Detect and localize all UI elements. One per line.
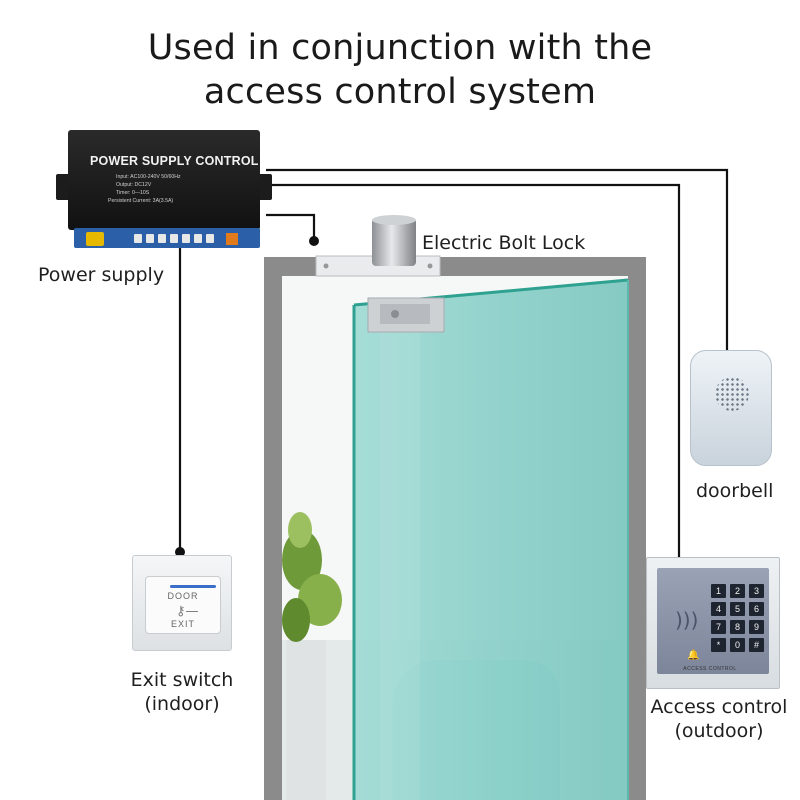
label-exit-switch-location: (indoor) bbox=[144, 693, 220, 715]
speaker-grille-icon bbox=[715, 377, 749, 411]
exit-switch-led bbox=[170, 585, 216, 588]
keypad-key: * bbox=[711, 638, 726, 652]
psu-title: POWER SUPPLY CONTROL bbox=[90, 154, 259, 168]
label-doorbell: doorbell bbox=[696, 480, 774, 502]
keypad-key: 0 bbox=[730, 638, 745, 652]
psu-terminal bbox=[170, 234, 178, 243]
keypad-key: 5 bbox=[730, 602, 745, 616]
keypad-footer: ACCESS CONTROL bbox=[683, 666, 737, 672]
key-icon: ⚷— bbox=[176, 604, 199, 619]
title-line-1: Used in conjunction with the bbox=[147, 28, 653, 68]
rfid-icon: ))) bbox=[675, 608, 699, 632]
plant-decoration bbox=[282, 512, 342, 800]
keypad-key: 8 bbox=[730, 620, 745, 634]
exit-switch-word-door: DOOR bbox=[167, 591, 199, 601]
psu-mount-ear-left bbox=[56, 174, 70, 200]
psu-terminal bbox=[182, 234, 190, 243]
keypad-key: # bbox=[749, 638, 764, 652]
glass-door-panel bbox=[354, 280, 628, 800]
keypad-key: 4 bbox=[711, 602, 726, 616]
psu-spec-timer: Timer: 0—10S bbox=[116, 190, 150, 196]
doorbell-device bbox=[690, 350, 772, 466]
keypad-key: 1 bbox=[711, 584, 726, 598]
electric-bolt-lock-device bbox=[315, 215, 445, 333]
bell-icon: 🔔 bbox=[687, 650, 700, 661]
psu-terminal bbox=[206, 234, 214, 243]
psu-terminal bbox=[134, 234, 142, 243]
psu-spec-persistent: Persistent Current: 3A(3.5A) bbox=[108, 198, 174, 204]
keypad-key: 2 bbox=[730, 584, 745, 598]
exit-switch-button: DOOR ⚷— EXIT bbox=[145, 576, 221, 634]
label-access-control-location: (outdoor) bbox=[674, 720, 764, 742]
exit-switch-device: DOOR ⚷— EXIT bbox=[132, 555, 232, 651]
psu-terminal bbox=[158, 234, 166, 243]
psu-spec-input: Input: AC100-240V 50/60Hz bbox=[116, 174, 181, 180]
psu-mount-ear-right bbox=[258, 174, 272, 200]
power-supply-device: POWER SUPPLY CONTROL Input: AC100-240V 5… bbox=[56, 130, 272, 248]
keypad-key: 3 bbox=[749, 584, 764, 598]
keypad-key: 6 bbox=[749, 602, 764, 616]
title-line-2: access control system bbox=[203, 72, 597, 112]
psu-terminal bbox=[194, 234, 202, 243]
bolt-wire-endpoint bbox=[309, 236, 319, 246]
wiring bbox=[178, 168, 729, 557]
label-exit-switch: Exit switch bbox=[130, 669, 234, 691]
psu-adjust-knob bbox=[226, 233, 238, 245]
psu-spec-output: Output: DC12V bbox=[116, 182, 152, 188]
exit-wire-endpoint bbox=[175, 547, 185, 557]
psu-terminal-strip bbox=[74, 228, 260, 248]
psu-body bbox=[68, 130, 260, 230]
label-power-supply: Power supply bbox=[38, 264, 165, 286]
label-access-control: Access control bbox=[650, 696, 788, 718]
keypad-key: 9 bbox=[749, 620, 764, 634]
psu-terminal bbox=[146, 234, 154, 243]
label-electric-bolt-lock: Electric Bolt Lock bbox=[422, 232, 586, 254]
exit-switch-word-exit: EXIT bbox=[170, 619, 195, 629]
keypad-key: 7 bbox=[711, 620, 726, 634]
psu-fuse bbox=[86, 232, 104, 246]
